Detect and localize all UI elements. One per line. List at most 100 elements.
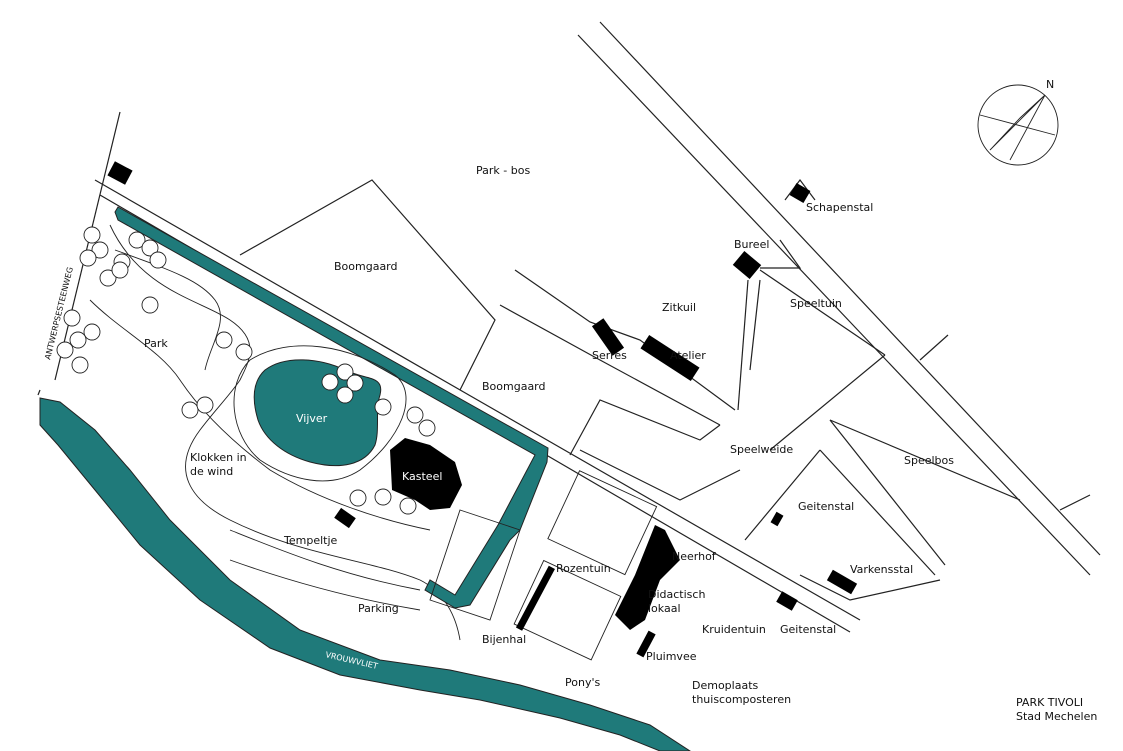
tree-icon [141,296,159,314]
label-varkensstal: Varkensstal [850,563,913,576]
label-parking: Parking [358,602,399,615]
label-zitkuil: Zitkuil [662,301,696,314]
tree-icon [79,249,97,267]
vijver-path [233,345,407,482]
tree-icon [196,396,214,414]
path-east-spur-b [1059,494,1091,511]
parterre-south [513,559,622,661]
parterre-north [547,470,658,576]
compass-line [1009,94,1046,161]
label-bijenhal: Bijenhal [482,633,526,646]
antwerpsesteenweg-road-b [37,389,41,396]
tree-icon [321,373,339,391]
tree-icon [336,363,354,381]
label-speelbos: Speelbos [904,454,954,467]
tree-icon [181,401,199,419]
tree-icon [83,226,101,244]
path-east-spur [919,334,949,361]
tree-icon [91,241,109,259]
tree-icon [149,251,167,269]
label-kruidentuin: Kruidentuin [702,623,766,636]
compass: N [977,78,1059,166]
tree-icon [374,488,392,506]
label-klokken-line1: Klokken in [190,451,247,464]
label-boomgaard-north: Boomgaard [334,260,398,273]
path-speeltuin-a [759,269,886,356]
neerhof-building [615,525,680,630]
path-speeltuin-b [769,354,886,451]
path-lower [579,449,741,501]
label-tempeltje: Tempeltje [283,534,338,547]
schapenstal-building [789,182,811,204]
tree-icon [69,331,87,349]
compass-north-label: N [1046,78,1054,91]
tree-icon [128,231,146,249]
path-speelweide [569,399,721,456]
path-speelbos-b [829,419,946,566]
label-didactisch-line1: Didactisch [648,588,705,601]
trees [56,226,436,515]
label-pluimvee: Pluimvee [646,650,697,663]
kasteel-building [390,438,462,510]
label-speeltuin: Speeltuin [790,297,842,310]
path-bureel-b [749,279,761,371]
tree-icon [418,419,436,437]
label-didactisch-line2: lokaal [648,602,681,615]
label-demoplaats-line1: Demoplaats [692,679,759,692]
label-schapenstal: Schapenstal [806,201,873,214]
tree-icon [399,497,417,515]
tree-icon [56,341,74,359]
tree-icon [406,406,424,424]
path-geitenstal [744,449,821,541]
path-mid [499,304,721,426]
tree-icon [63,309,81,327]
label-klokken-line2: de wind [190,465,233,478]
label-speelweide: Speelweide [730,443,793,456]
compass-line [979,114,1056,136]
park-path-outer [109,224,461,641]
tree-icon [99,269,117,287]
path-zitkuil [514,269,736,411]
bijenhal-building [515,565,555,631]
label-vijver: Vijver [296,412,328,425]
path-speelbos-a [829,419,1021,501]
path-bureel [737,279,749,411]
label-neerhof: Neerhof [672,550,717,563]
parking-zone [429,509,521,621]
tempeltje-building [334,507,356,529]
tree-icon [336,386,354,404]
tree-icon [141,239,159,257]
label-ponys: Pony's [565,676,600,689]
path-boomgaard-north [239,179,496,391]
tree-icon [71,356,89,374]
label-demoplaats-line2: thuiscomposteren [692,693,791,706]
varkensstal-building [826,569,858,595]
north-diagonal-a [94,179,861,621]
tree-icon [111,261,129,279]
map-title-line1: PARK TIVOLI [1016,696,1083,709]
label-geitenstal-east: Geitenstal [798,500,854,513]
serres-building [591,318,625,356]
tree-icon [349,489,367,507]
label-kasteel: Kasteel [402,470,442,483]
compass-needle-icon [989,94,1046,151]
compass-circle-icon [977,84,1059,166]
path-varkensstal-curve [799,574,941,601]
geitenstal-east-building [770,511,784,527]
tree-icon [374,398,392,416]
label-park-bos: Park - bos [476,164,530,177]
atelier-building [640,334,700,382]
path-varkensstal [819,449,936,576]
pluimvee-building [636,630,656,658]
label-atelier: Atelier [670,349,706,362]
geitenstal-south-building [776,591,798,611]
bureel-building [732,251,762,279]
entrance-house [107,161,133,185]
park-path-inner [89,299,431,531]
label-park: Park [144,337,168,350]
antwerpsesteenweg-road-a [54,111,121,381]
tree-icon [235,343,253,361]
east-avenue-a [577,34,1091,576]
